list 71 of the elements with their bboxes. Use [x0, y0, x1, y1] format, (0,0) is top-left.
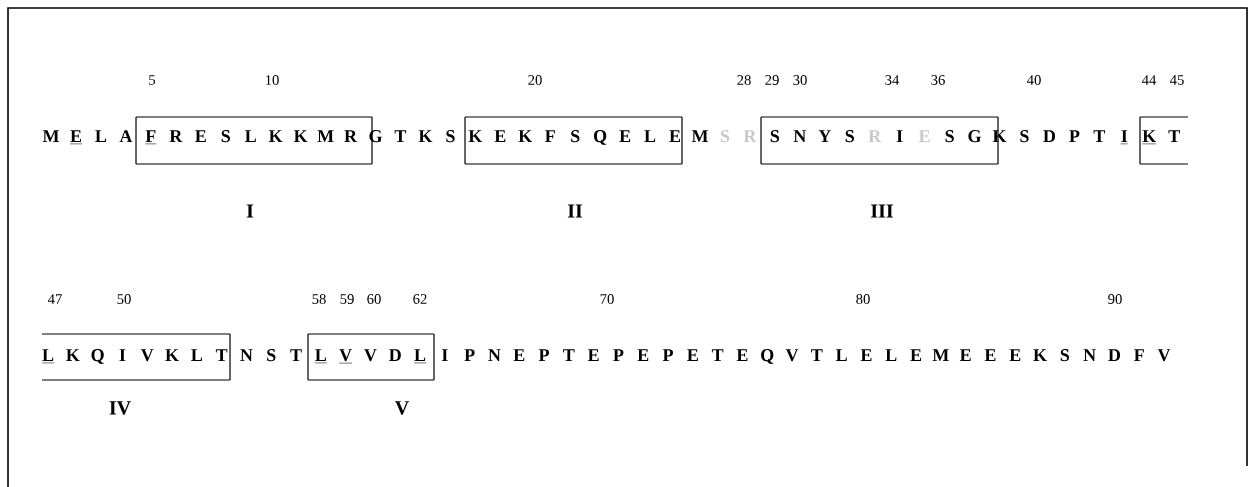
residue-letter: E [513, 349, 525, 361]
motif-numeral: I [246, 204, 254, 218]
residue-letter: K [418, 130, 433, 142]
residue-letter: E [736, 349, 748, 361]
residue-letter: E [69, 130, 83, 145]
residue-letter: L [95, 130, 107, 142]
residue-letter: T [811, 349, 823, 361]
residue-letter: P [538, 349, 549, 361]
motif-numeral: IV [109, 401, 131, 415]
position-number: 50 [117, 294, 131, 304]
motif-box: L V V D L [307, 333, 435, 381]
position-number: 47 [47, 294, 62, 304]
residue-letter: M [932, 349, 949, 361]
residue-letter: M [42, 130, 59, 142]
residue-letter: E [910, 349, 922, 361]
position-number: 36 [931, 75, 945, 85]
residue-letter: P [613, 349, 624, 361]
position-number: 45 [1169, 75, 1184, 85]
residue-letter: T [563, 349, 575, 361]
residue-letter: E [687, 349, 698, 361]
residue-letter: M [691, 130, 708, 142]
residue-letter: S [1020, 130, 1029, 143]
residue-letter: T [394, 130, 407, 142]
motif-box: L K Q I V K L T [41, 333, 231, 381]
residue-letter: E [860, 349, 872, 361]
position-number: 5 [149, 75, 156, 85]
motif-box: K T [1139, 116, 1189, 165]
position-number: 29 [765, 75, 779, 85]
residue-letter: S [1060, 349, 1070, 362]
residue-letter: N [240, 349, 253, 361]
position-number: 60 [367, 294, 381, 304]
residue-letter: L [885, 349, 897, 361]
residue-letter: D [1043, 130, 1056, 143]
residue-letter: Q [761, 349, 774, 364]
residue-letter: N [488, 349, 501, 361]
residue-letter: V [785, 349, 799, 362]
residue-letter: E [669, 130, 681, 142]
motif-numeral: II [567, 204, 583, 218]
position-number: 70 [600, 294, 614, 304]
residue-letter: T [1093, 130, 1106, 142]
position-number: 34 [885, 75, 900, 85]
position-number: 80 [856, 294, 870, 304]
residue-letter: K [1033, 349, 1047, 361]
residue-letter: T [711, 349, 724, 361]
position-number: 62 [413, 294, 427, 304]
residue-letter: P [1069, 130, 1080, 142]
motif-numeral: III [871, 204, 893, 218]
residue-letter: S [267, 349, 276, 362]
position-number: 20 [528, 75, 542, 85]
residue-letter: E [984, 349, 996, 361]
residue-letter: I [1120, 130, 1129, 145]
position-number: 30 [793, 75, 807, 85]
residue-letter: N [1083, 349, 1096, 361]
residue-letter: P [464, 349, 475, 361]
residue-letter: E [587, 349, 599, 361]
position-number: 44 [1141, 75, 1157, 85]
position-number: 40 [1026, 75, 1041, 85]
motif-numeral: V [395, 401, 409, 415]
position-number: 58 [312, 294, 326, 304]
position-number: 28 [737, 75, 751, 85]
position-number: 90 [1108, 294, 1122, 304]
residue-letter: V [1157, 349, 1171, 362]
residue-letter: L [835, 349, 847, 361]
residue-letter: E [1009, 349, 1021, 361]
position-number: 10 [265, 75, 279, 85]
residue-letter: P [662, 349, 673, 361]
residue-letter: D [1108, 349, 1121, 362]
residue-letter: F [1134, 349, 1144, 361]
position-number: 59 [340, 294, 354, 304]
residue-letter: E [959, 349, 971, 361]
residue-letter: E [637, 349, 649, 361]
